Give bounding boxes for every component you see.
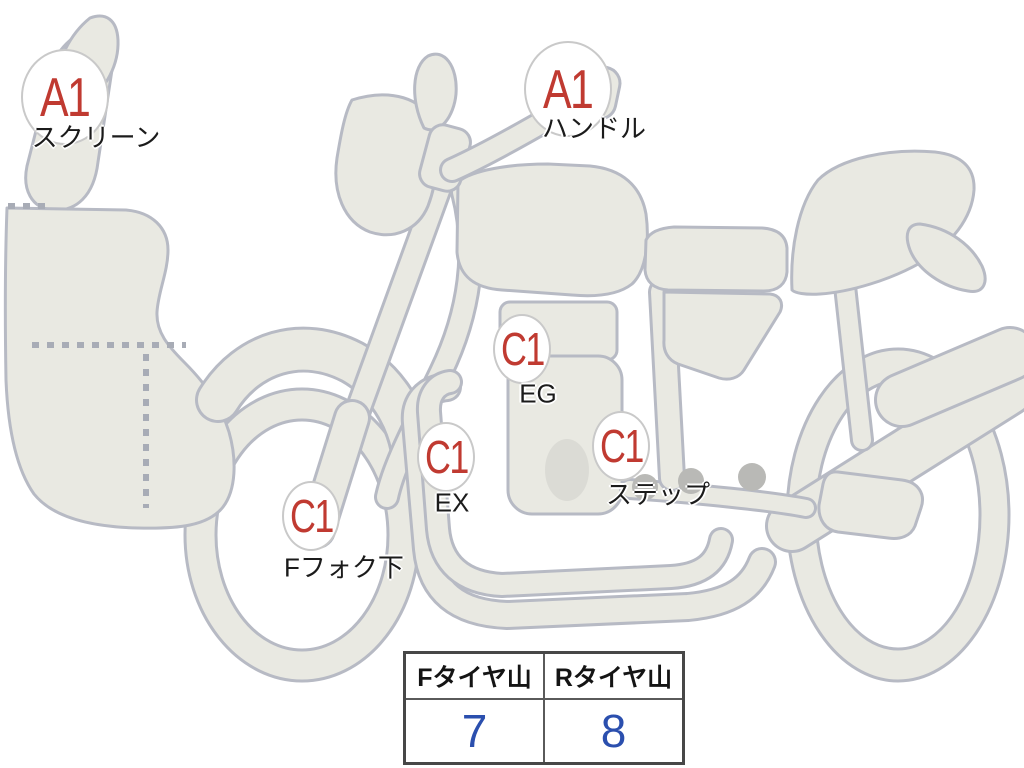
- tire-tread-value-row: 7 8: [403, 698, 685, 765]
- marker-engine: C1: [493, 314, 551, 384]
- tire-tread-table: Fタイヤ山 Rタイヤ山 7 8: [403, 651, 685, 765]
- marker-engine-code: C1: [500, 323, 545, 375]
- rear-tire-value: 8: [543, 698, 685, 765]
- marker-front-fork-label: Fフォク下: [284, 552, 404, 583]
- leg-shield: [3, 206, 236, 530]
- marker-front-fork-code: C1: [289, 490, 334, 542]
- marker-step-code: C1: [599, 420, 644, 472]
- marker-handle-code: A1: [543, 57, 594, 120]
- marker-step-label: ステップ: [605, 479, 711, 510]
- rear-shock: [831, 256, 874, 452]
- tail-fin: [905, 222, 987, 293]
- fuel-tank: [455, 162, 649, 298]
- marker-screen-label: スクリーン: [31, 122, 161, 153]
- marker-step: C1: [592, 411, 650, 481]
- front-tire-value: 7: [403, 698, 545, 765]
- engine-case-detail: [545, 439, 589, 501]
- mirror: [413, 52, 458, 132]
- rear-cowl: [790, 149, 987, 296]
- front-tire-header: Fタイヤ山: [403, 651, 545, 700]
- marker-engine-label: EG: [519, 378, 557, 409]
- marker-handle-label: ハンドル: [541, 113, 647, 144]
- tire-tread-header-row: Fタイヤ山 Rタイヤ山: [403, 651, 685, 700]
- marker-exhaust: C1: [417, 422, 475, 492]
- marker-handle: A1: [524, 41, 612, 137]
- rear-fender: [874, 326, 1024, 428]
- seat: [643, 225, 789, 293]
- foot-pegs: [632, 463, 766, 500]
- exhaust-pipes: [400, 369, 777, 630]
- marker-exhaust-label: EX: [434, 487, 470, 518]
- side-cover: [662, 290, 784, 381]
- marker-front-fork: C1: [282, 481, 340, 551]
- chain-guard: [817, 470, 924, 540]
- marker-exhaust-code: C1: [424, 431, 469, 483]
- marker-screen: A1: [21, 49, 109, 145]
- rear-tire-header: Rタイヤ山: [543, 651, 685, 700]
- marker-screen-code: A1: [40, 65, 91, 128]
